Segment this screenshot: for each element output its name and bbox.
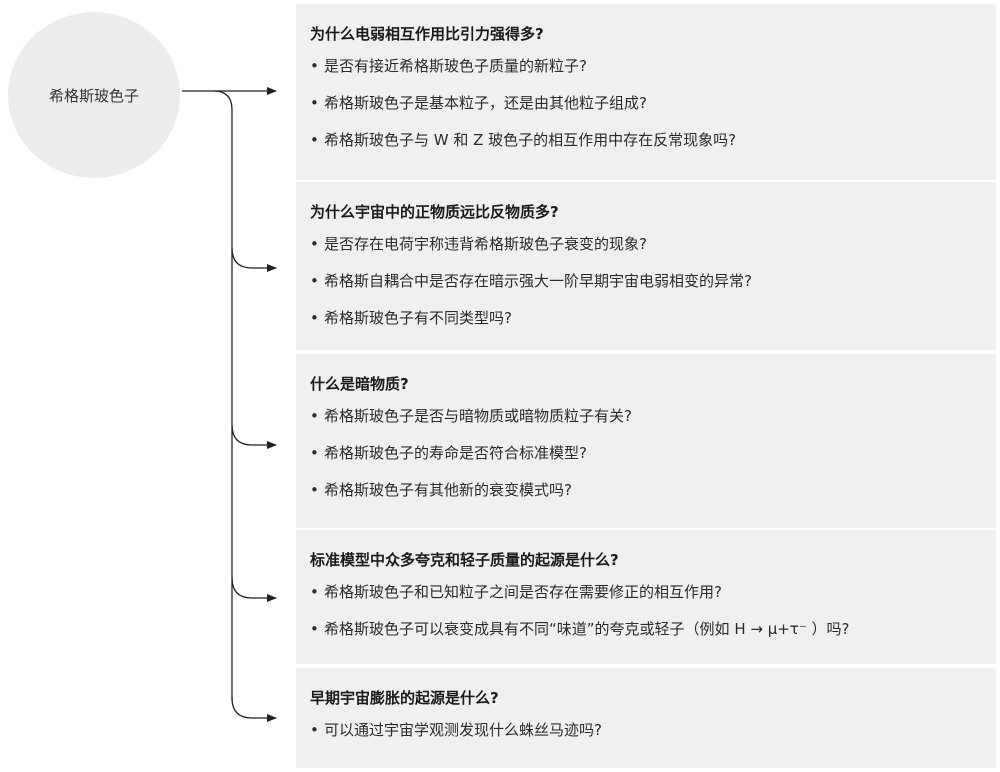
connector-trunk	[213, 90, 233, 700]
list-item: •希格斯自耦合中是否存在暗示强大一阶早期宇宙电弱相变的异常?	[310, 272, 752, 290]
panel-inflation: 早期宇宙膨胀的起源是什么? •可以通过宇宙学观测发现什么蛛丝马迹吗?	[296, 668, 996, 768]
panel-dark-matter: 什么是暗物质? •希格斯玻色子是否与暗物质或暗物质粒子有关? •希格斯玻色子的寿…	[296, 354, 996, 528]
list-item: •希格斯玻色子是基本粒子，还是由其他粒子组成?	[310, 94, 647, 112]
list-item: •可以通过宇宙学观测发现什么蛛丝马迹吗?	[310, 721, 602, 739]
panel-matter-antimatter: 为什么宇宙中的正物质远比反物质多? •是否存在电荷宇称违背希格斯玻色子衰变的现象…	[296, 182, 996, 350]
panel-title: 早期宇宙膨胀的起源是什么?	[310, 689, 499, 707]
panel-title: 标准模型中众多夸克和轻子质量的起源是什么?	[310, 551, 619, 569]
panel-mass-origin: 标准模型中众多夸克和轻子质量的起源是什么? •希格斯玻色子和已知粒子之间是否存在…	[296, 530, 996, 664]
root-node: 希格斯玻色子	[8, 12, 180, 178]
connector-5	[231, 697, 277, 722]
connector-3	[231, 424, 277, 449]
list-item: •希格斯玻色子的寿命是否符合标准模型?	[310, 444, 587, 462]
connector-4	[231, 577, 277, 602]
list-item: •是否有接近希格斯玻色子质量的新粒子?	[310, 57, 587, 75]
list-item: •希格斯玻色子与 W 和 Z 玻色子的相互作用中存在反常现象吗?	[310, 131, 737, 149]
panel-title: 为什么电弱相互作用比引力强得多?	[310, 25, 544, 43]
list-item: •希格斯玻色子有其他新的衰变模式吗?	[310, 481, 572, 499]
list-item: •希格斯玻色子可以衰变成具有不同“味道”的夸克或轻子（例如 H → μ+τ⁻ ）…	[310, 620, 850, 638]
connector-2	[231, 247, 277, 272]
root-label: 希格斯玻色子	[48, 86, 139, 105]
panel-electroweak: 为什么电弱相互作用比引力强得多? •是否有接近希格斯玻色子质量的新粒子? •希格…	[296, 4, 996, 180]
list-item: •希格斯玻色子和已知粒子之间是否存在需要修正的相互作用?	[310, 583, 722, 601]
list-item: •希格斯玻色子有不同类型吗?	[310, 309, 512, 327]
list-item: •是否存在电荷宇称违背希格斯玻色子衰变的现象?	[310, 235, 647, 253]
panel-title: 什么是暗物质?	[310, 375, 409, 393]
list-item: •希格斯玻色子是否与暗物质或暗物质粒子有关?	[310, 407, 632, 425]
panel-title: 为什么宇宙中的正物质远比反物质多?	[310, 203, 559, 221]
